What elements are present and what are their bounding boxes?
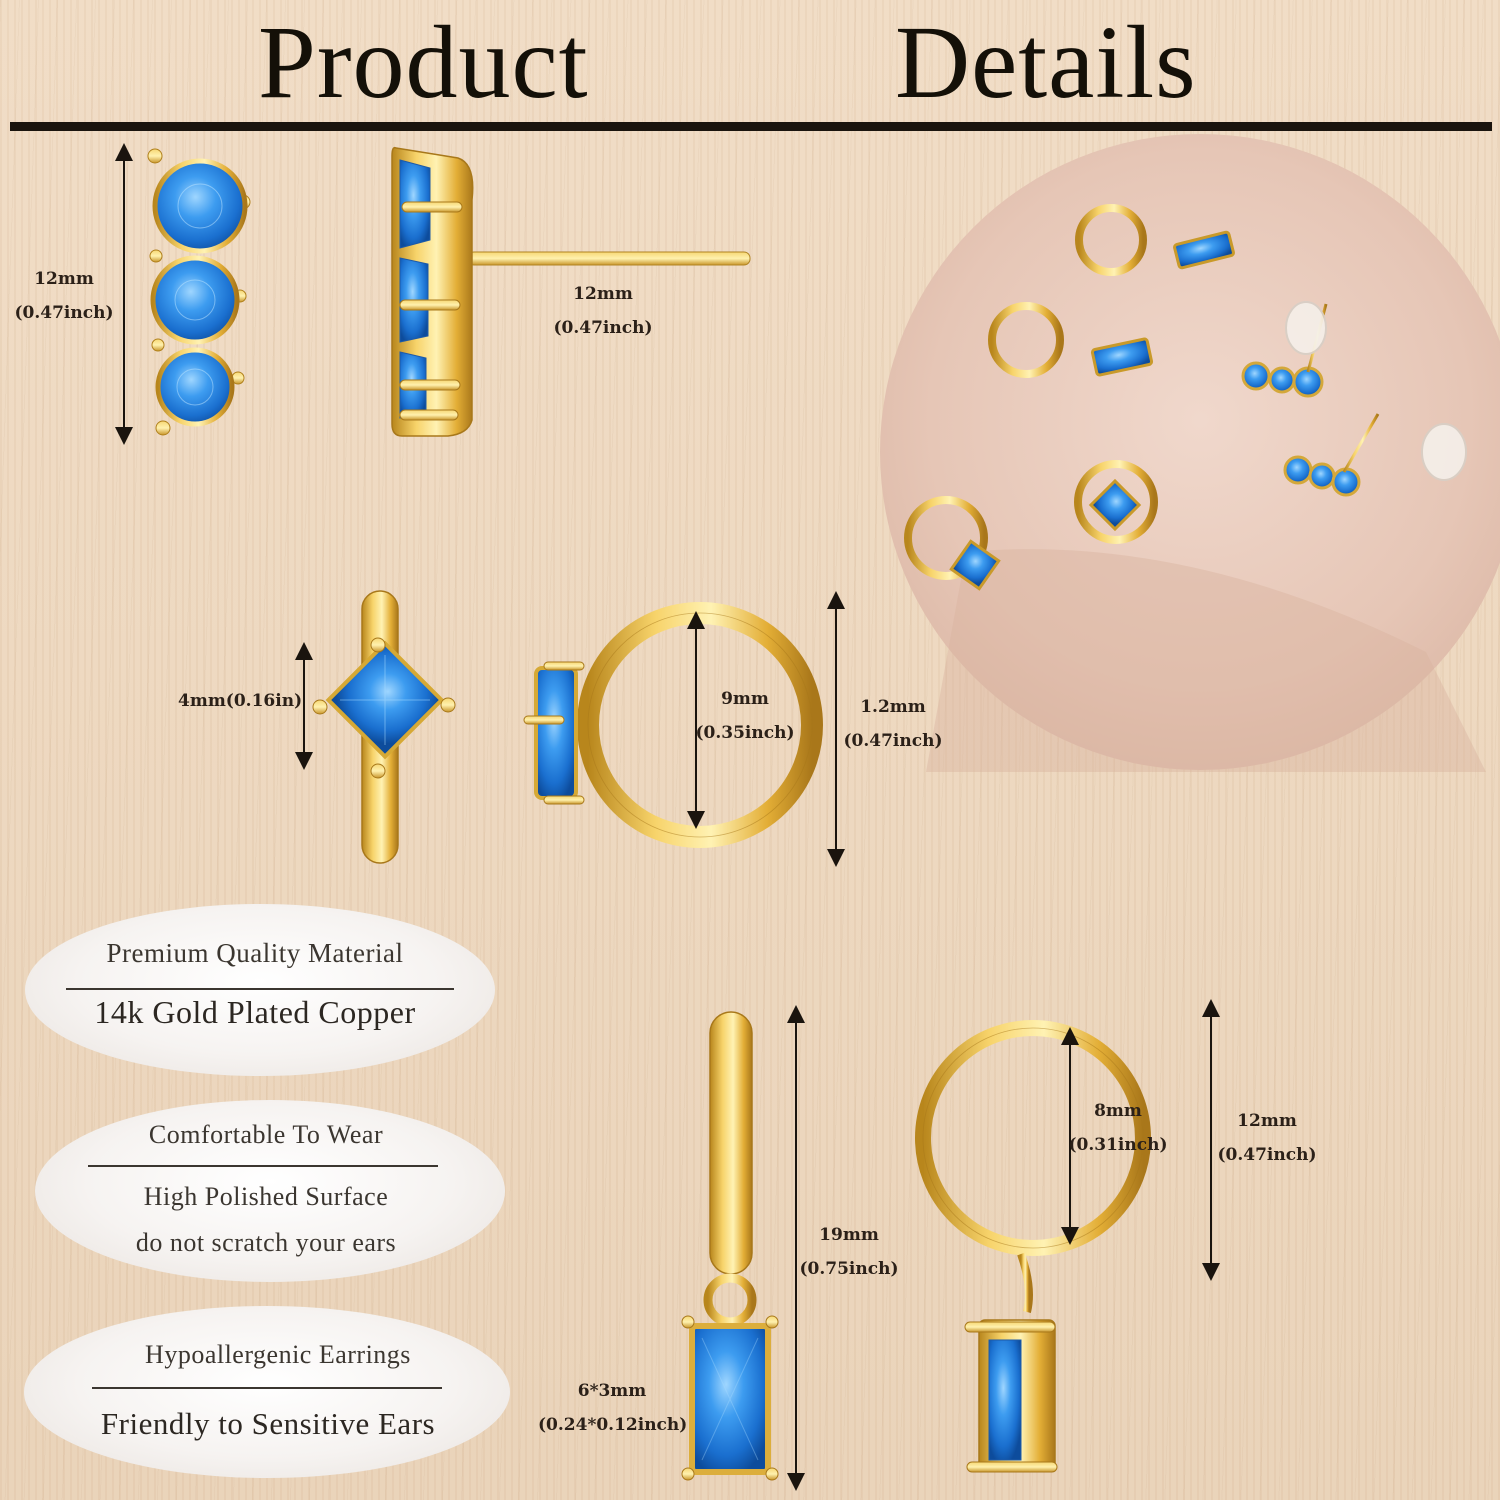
feature-hypoallergenic-divider [92, 1387, 442, 1389]
title-product: Product [258, 5, 589, 120]
drop-hoop-outer-label: 12mm (0.47inch) [1217, 1111, 1317, 1165]
feature-hypoallergenic-badge [24, 1306, 510, 1478]
drop-earring-side-image [915, 999, 1220, 1473]
drop-stone-label: 6*3mm (0.24*0.12inch) [538, 1381, 688, 1435]
stud-height-label: 12mm (0.47inch) [14, 269, 114, 323]
stone-size-label: 4mm(0.16in) [178, 691, 303, 711]
feature-comfort-detail-1: High Polished Surface [143, 1182, 389, 1211]
title-divider [10, 122, 1492, 131]
stud-post-label: 12mm (0.47inch) [553, 284, 653, 338]
stud-earring-front-image [115, 143, 251, 445]
feature-comfort-divider [88, 1165, 438, 1167]
feature-material-value: 14k Gold Plated Copper [94, 994, 416, 1030]
feature-material-title: Premium Quality Material [106, 938, 404, 968]
earrings-product-photo [880, 134, 1500, 772]
feature-material-divider [66, 988, 454, 990]
stud-earring-side-image [391, 146, 751, 437]
feature-hypoallergenic-value: Friendly to Sensitive Ears [100, 1406, 436, 1441]
huggie-outer-label: 1.2mm (0.47inch) [843, 697, 943, 751]
feature-comfort-detail-2: do not scratch your ears [135, 1228, 397, 1257]
drop-earring-front-image [681, 1005, 805, 1491]
drop-length-label: 19mm (0.75inch) [799, 1225, 899, 1279]
feature-hypoallergenic-title: Hypoallergenic Earrings [145, 1340, 411, 1369]
feature-comfort-badge [35, 1100, 505, 1282]
huggie-inner-label: 9mm (0.35inch) [695, 689, 795, 743]
feature-comfort-title: Comfortable To Wear [148, 1120, 384, 1149]
title-details: Details [895, 5, 1197, 120]
huggie-front-image [295, 590, 456, 864]
huggie-side-image [523, 591, 845, 867]
drop-hoop-inner-label: 8mm (0.31inch) [1068, 1101, 1168, 1155]
feature-material-badge [25, 904, 495, 1076]
